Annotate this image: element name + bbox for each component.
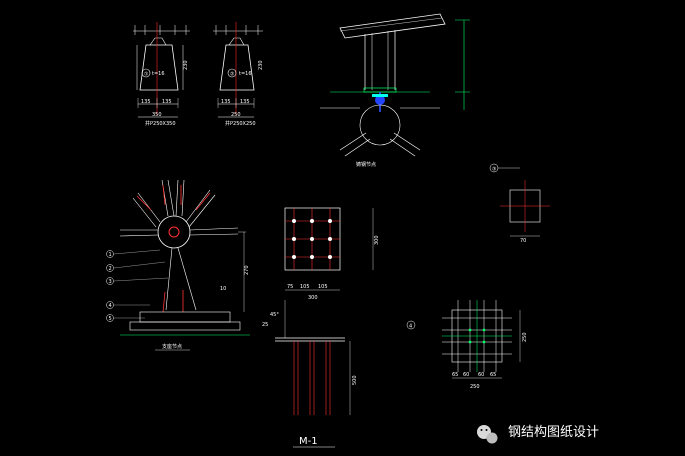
m1-angle-label: 45° [270, 312, 279, 318]
plate-2-dim-b: 135 [240, 99, 250, 105]
plate-1-note: 井P250X350 [145, 120, 176, 127]
plate-1-height: 230 [183, 60, 189, 70]
plate-2-dim-a: 135 [221, 99, 231, 105]
plate-1-number: ① [144, 72, 149, 78]
support-node-detail: 270 10 1 2 3 4 5 支座节点 [106, 179, 250, 351]
watermark: 钢结构图纸设计 [477, 425, 599, 444]
plate-3-number: ③ [492, 167, 496, 173]
base-side-dim: 250 [522, 332, 528, 342]
wechat-icon [477, 425, 498, 444]
plate-1-dim-a: 135 [141, 99, 151, 105]
plate-1-detail: ① t=16 230 135 135 350 井P250X350 [133, 22, 190, 127]
base-dim-4: 65 [490, 372, 496, 378]
base-dim-3: 60 [478, 372, 484, 378]
callout-4: 4 [106, 301, 150, 309]
svg-text:5: 5 [109, 316, 112, 322]
m1-total-dim: 300 [308, 295, 318, 301]
svg-text:1: 1 [109, 252, 112, 258]
m1-side-dim: 300 [374, 235, 380, 245]
m1-dim-2: 105 [300, 284, 310, 290]
callout-1: 1 [106, 249, 161, 258]
m1-dim-1: 75 [287, 284, 293, 290]
plate-2-note: 井P250X250 [225, 120, 256, 127]
m1-dim-3: 105 [318, 284, 328, 290]
base-callout: 4 [409, 324, 412, 330]
plate-1-total: 350 [152, 112, 162, 118]
plate-2-height: 230 [258, 60, 264, 70]
base-dim-2: 60 [463, 372, 469, 378]
plate-1-dim-b: 135 [162, 99, 172, 105]
support-node-title: 支座节点 [162, 343, 182, 350]
base-total-dim: 250 [470, 384, 480, 390]
watermark-text: 钢结构图纸设计 [508, 425, 599, 440]
callout-3: 3 [106, 277, 169, 285]
svg-text:4: 4 [109, 303, 112, 309]
m1-elevation: 45° 25 500 M-1 [262, 300, 358, 448]
plate-3-dim: 70 [520, 238, 526, 244]
plate-2-thickness: t=16 [239, 71, 252, 77]
plate-1-thickness: t=16 [152, 71, 165, 77]
callout-5: 5 [106, 314, 145, 322]
svg-text:3: 3 [109, 279, 112, 285]
support-height-dim: 270 [244, 265, 250, 275]
base-dim-1: 65 [452, 372, 458, 378]
plate-2-number: ② [230, 72, 235, 78]
column-base-detail: 4 65 60 60 65 250 250 [406, 300, 528, 390]
plate-2-detail: ② t=16 230 135 135 250 井P250X250 [213, 22, 264, 127]
m1-tag-label: 25 [262, 322, 268, 328]
callout-2: 2 [106, 261, 166, 272]
m1-plate-plan: 75 105 105 300 300 [284, 207, 380, 301]
cast-steel-node-detail: 铸钢节点 [320, 13, 470, 168]
cast-node-title: 铸钢节点 [356, 161, 376, 168]
svg-text:2: 2 [109, 266, 112, 272]
m1-title: M-1 [299, 436, 318, 447]
plate-2-total: 250 [231, 112, 241, 118]
plate-3-detail: ③ 70 [489, 163, 550, 244]
m1-height-dim: 500 [352, 375, 358, 385]
support-ratio-label: 10 [220, 286, 226, 292]
